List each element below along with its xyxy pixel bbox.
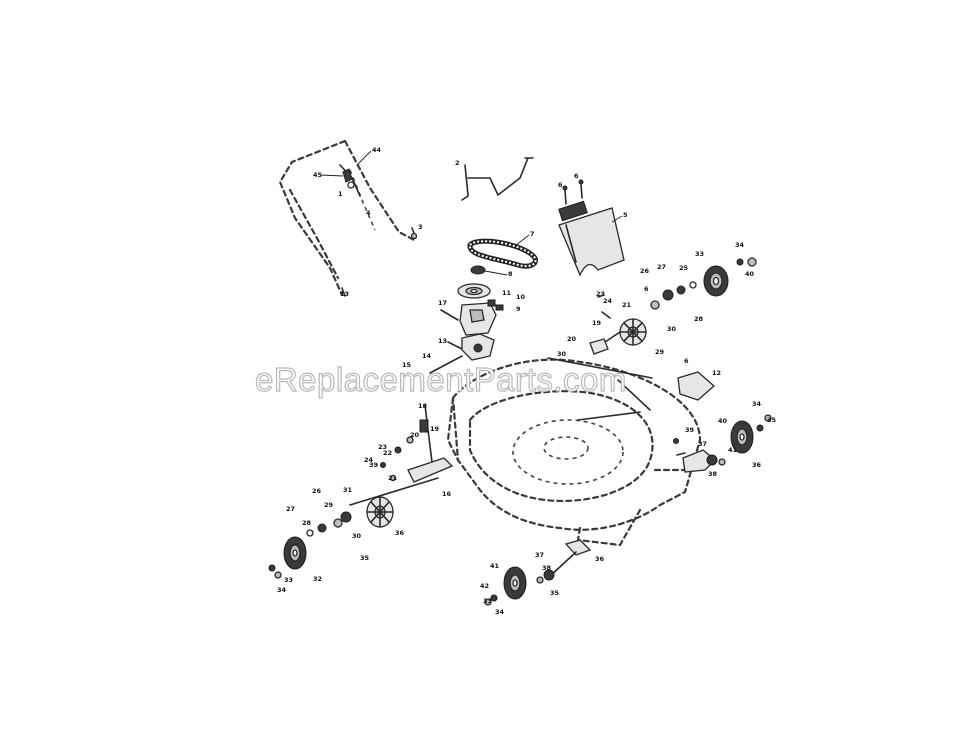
mower-deck [446, 357, 715, 547]
callout: 2 [455, 159, 460, 167]
callout: 13 [340, 290, 349, 298]
callout: 26 [312, 487, 322, 495]
callout: 35 [550, 589, 560, 597]
callout: 30 [667, 325, 677, 333]
callout: 9 [516, 305, 521, 313]
callout: 32 [313, 575, 322, 583]
callout: 13 [438, 337, 447, 345]
callout: 44 [372, 146, 382, 154]
callout: 33 [695, 250, 704, 258]
callout: 34 [752, 400, 762, 408]
callout: 41 [490, 562, 500, 570]
callout: 21 [388, 474, 398, 482]
callout: 37 [698, 440, 707, 448]
right-rear-callouts: 40 34 35 37 38 39 41 36 [685, 400, 777, 478]
callout: 28 [694, 315, 704, 323]
callout: 25 [679, 264, 689, 272]
callout: 41 [728, 446, 738, 454]
callout: 36 [595, 555, 605, 563]
callout: 29 [324, 501, 334, 509]
callout: 22 [383, 449, 392, 457]
handle-assembly [278, 139, 418, 297]
callout: 30 [557, 350, 567, 358]
callout: 3 [418, 223, 423, 231]
callout: 23 [596, 290, 605, 298]
callout: 31 [343, 486, 353, 494]
left-rear-wheel-assembly [268, 496, 394, 579]
callout: 19 [592, 319, 602, 327]
callout: 21 [622, 301, 632, 309]
callout: 24 [364, 456, 374, 464]
callout: 26 [640, 267, 650, 275]
callout: 42 [480, 582, 489, 590]
callout: 11 [502, 289, 512, 297]
front-wheel-callouts: 37 36 35 42 41 34 33 38 [480, 551, 605, 616]
callout: 39 [685, 426, 695, 434]
left-lever-callouts: 18 19 20 22 23 24 21 16 [364, 402, 452, 498]
callout: 45 [313, 171, 323, 179]
callout: 27 [657, 263, 666, 271]
callout: 38 [542, 564, 552, 572]
callout: 6 [574, 172, 579, 180]
callout: 36 [395, 529, 405, 537]
deck-callouts: 30 6 12 [557, 350, 721, 377]
transmission-assembly [429, 265, 504, 374]
callout: 1 [338, 190, 343, 198]
callout: 14 [422, 352, 432, 360]
callout: 18 [418, 402, 428, 410]
callout: 15 [402, 361, 412, 369]
callout: 6 [558, 181, 563, 189]
callout: 19 [430, 425, 440, 433]
callout: 27 [286, 505, 295, 513]
callout: 37 [535, 551, 544, 559]
callout: 24 [603, 297, 613, 305]
callout: 7 [530, 230, 535, 238]
handle-callouts: 44 45 1 4 3 13 [313, 146, 423, 298]
callout: 6 [644, 285, 649, 293]
callout: 30 [352, 532, 362, 540]
front-wheel-assembly [484, 539, 592, 606]
callout: 40 [745, 270, 755, 278]
callout: 34 [277, 586, 287, 594]
upper-right-wheel-assembly [589, 257, 757, 355]
transmission-callouts: 8 11 10 9 17 13 14 15 [402, 270, 526, 369]
callout: 38 [708, 470, 718, 478]
control-rod: 2 [455, 157, 534, 201]
upper-right-callouts: 23 24 21 19 20 29 30 28 26 27 25 33 34 4… [567, 241, 755, 356]
callout: 28 [302, 519, 312, 527]
callout: 6 [684, 357, 689, 365]
discharge-chute: 5 6 6 [558, 172, 628, 277]
callout: 10 [516, 293, 526, 301]
callout: 33 [483, 597, 492, 605]
drive-belt: 7 [467, 230, 538, 269]
callout: 33 [284, 576, 293, 584]
callout: 35 [360, 554, 370, 562]
callout: 17 [438, 299, 447, 307]
callout: 39 [369, 461, 379, 469]
callout: 12 [712, 369, 721, 377]
callout: 16 [442, 490, 452, 498]
callout: 29 [655, 348, 665, 356]
callout: 4 [366, 209, 371, 217]
callout: 34 [735, 241, 745, 249]
callout: 8 [508, 270, 513, 278]
callout: 34 [495, 608, 505, 616]
callout: 40 [718, 417, 728, 425]
left-rear-callouts: 26 27 28 29 30 31 32 33 34 35 36 39 [277, 461, 405, 594]
callout: 23 [378, 443, 387, 451]
watermark: eReplacementParts.com [255, 361, 627, 398]
callout: 36 [752, 461, 762, 469]
callout: 20 [410, 431, 420, 439]
callout: 5 [623, 211, 628, 219]
callout: 35 [767, 416, 777, 424]
right-rear-wheel-assembly [673, 414, 772, 473]
left-height-adjust [349, 404, 454, 506]
callout: 20 [567, 335, 577, 343]
